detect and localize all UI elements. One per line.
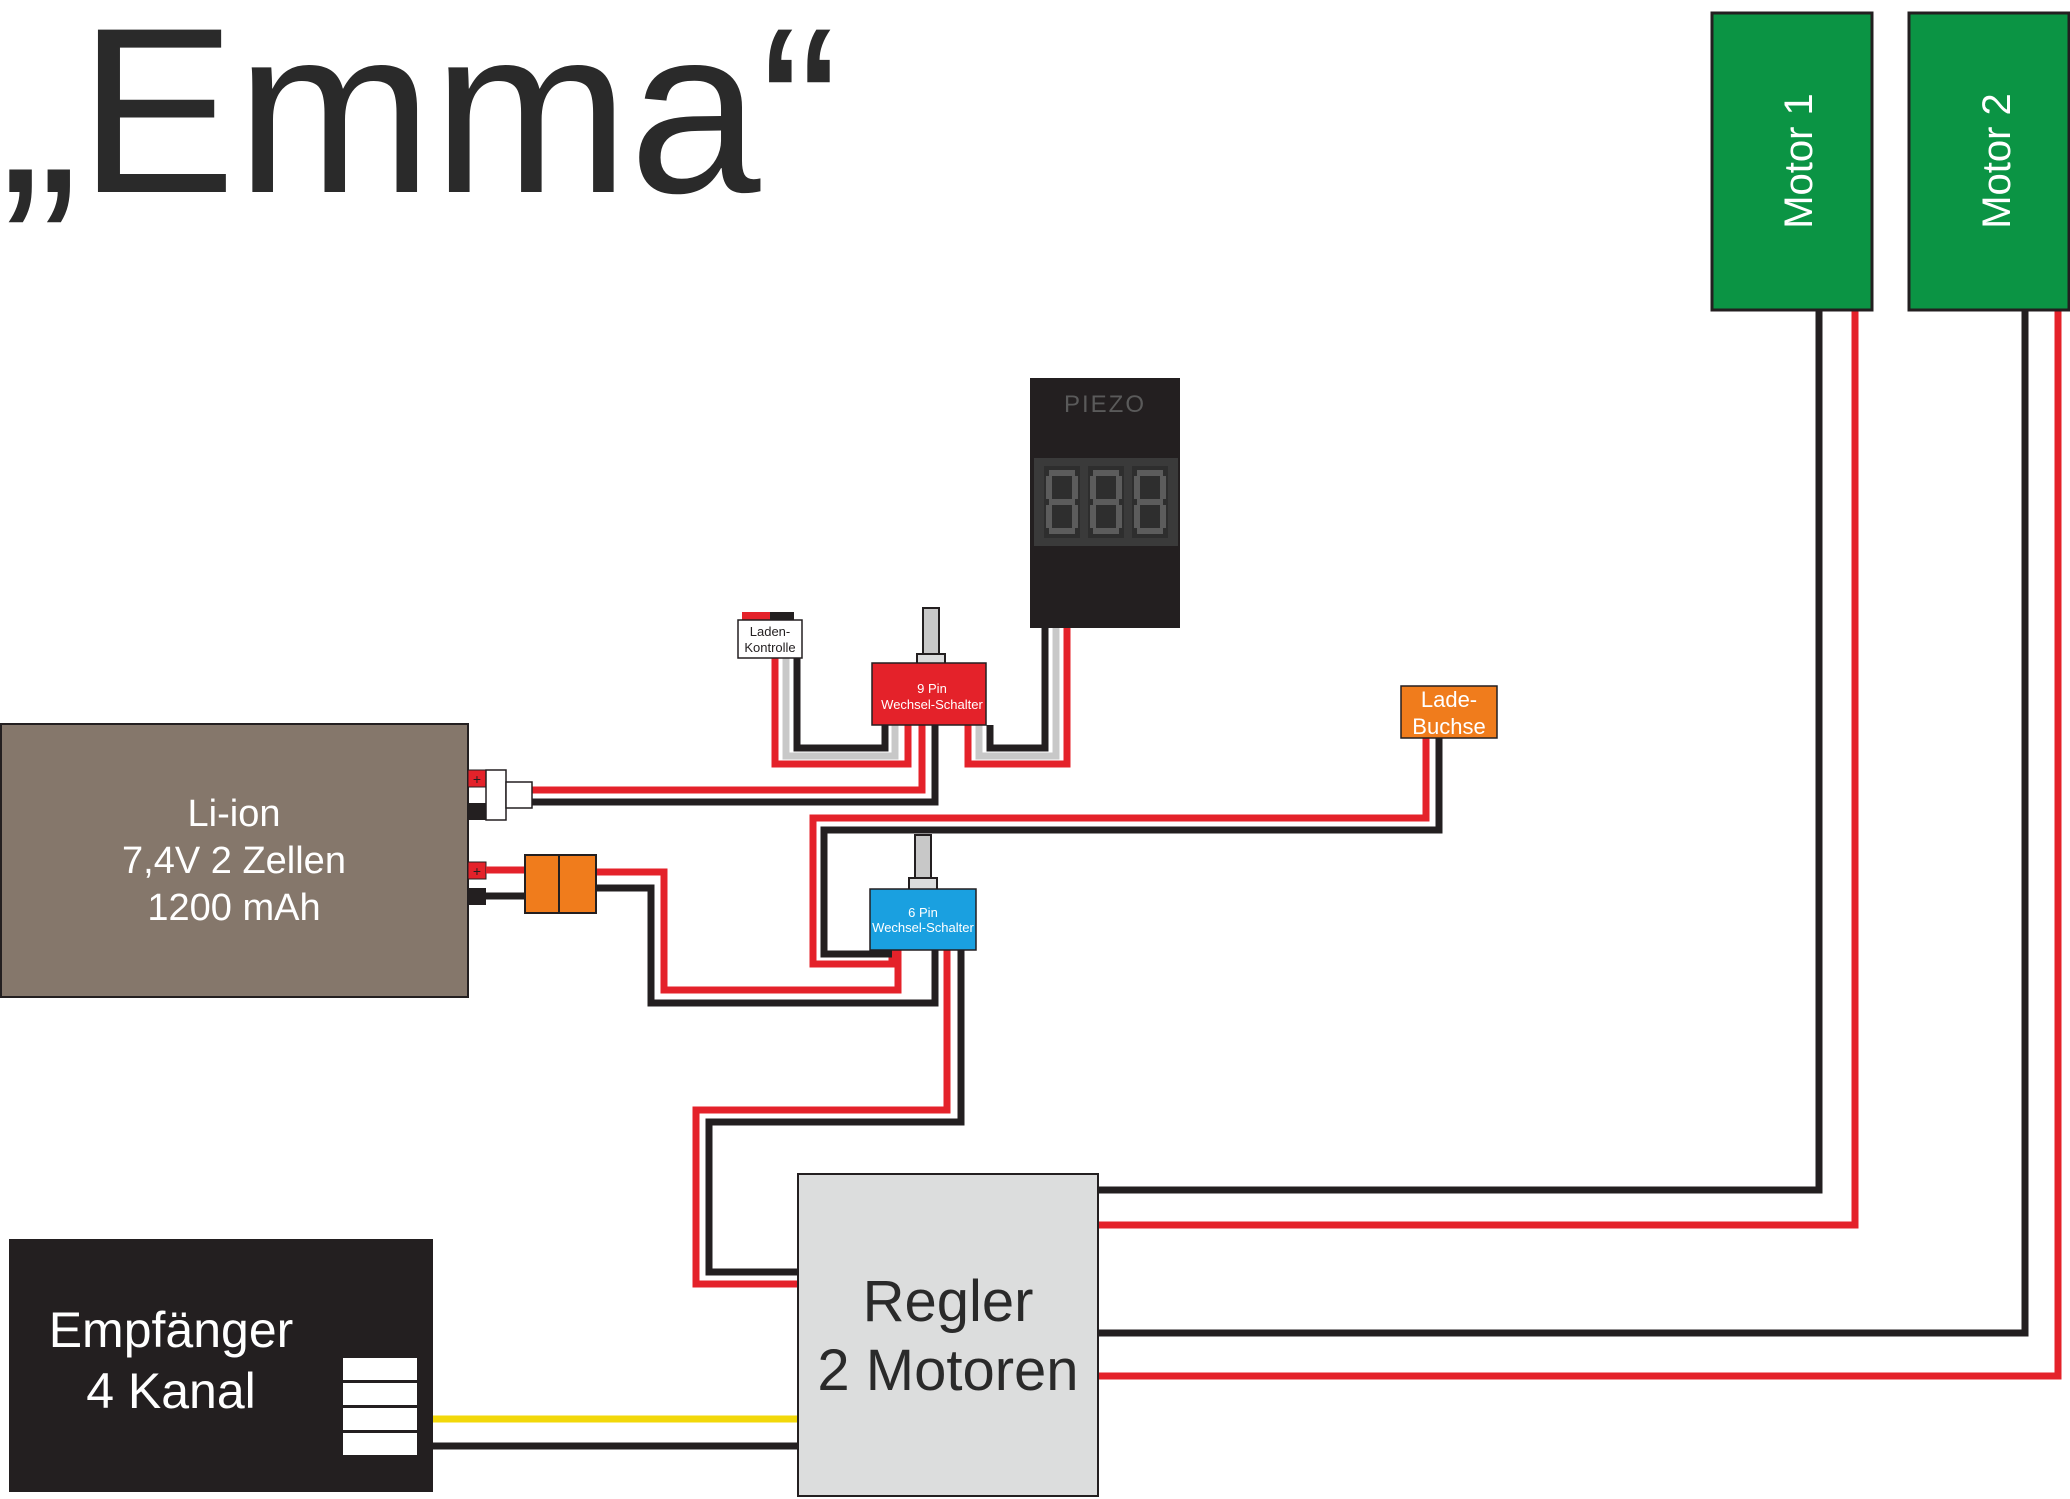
laden-kontrolle-line1: Laden-: [750, 624, 790, 639]
switch-6-lever-base: [908, 877, 938, 891]
wire-xt-switch6-red: [596, 868, 902, 994]
wire-ladenkontrolle-red: [771, 658, 912, 768]
wires: [433, 310, 2062, 1450]
motor-2-label: Motor 2: [1975, 93, 2019, 229]
regler-line2: 2 Motoren: [817, 1338, 1078, 1403]
laden-kontrolle: Laden- Kontrolle: [737, 612, 803, 659]
switch-6-pin: 6 Pin Wechsel-Schalter: [869, 834, 977, 951]
battery-line1: Li-ion: [188, 793, 281, 835]
regler: Regler 2 Motoren: [797, 1173, 1099, 1497]
motor-1-body: [1710, 11, 1874, 312]
plus-icon: +: [473, 863, 481, 879]
battery-balance-plug-tip: [505, 781, 533, 809]
battery: Li-ion 7,4V 2 Zellen 1200 mAh + +: [0, 723, 597, 998]
receiver-line2: 4 Kanal: [86, 1363, 256, 1419]
wire-ladenkontrolle-grey: [782, 658, 899, 760]
wire-battery-switch9-black: [532, 725, 939, 806]
wire-motor2-red: [1098, 310, 2062, 1380]
wire-motor2-black: [1098, 310, 2029, 1337]
piezo-display: PIEZO: [1030, 378, 1180, 628]
switch-9-body: [871, 662, 987, 726]
motor-2-body: [1907, 11, 2070, 312]
wire-battery-switch9-red: [532, 725, 926, 794]
lade-buchse-line2: Buchse: [1412, 714, 1485, 739]
wire-xt-switch6-black: [596, 884, 939, 1007]
motor-1: Motor 1: [1710, 11, 1874, 312]
wire-ladebuchse-black: [820, 738, 1443, 958]
receiver-channel-2: [343, 1383, 417, 1405]
wire-ladebuchse-red: [809, 738, 1430, 968]
regler-line1: Regler: [863, 1269, 1034, 1334]
piezo-label: PIEZO: [1064, 391, 1146, 418]
wire-motor1-black: [1098, 310, 1823, 1194]
switch-6-line2: Wechsel-Schalter: [872, 920, 974, 935]
motor-1-label: Motor 1: [1777, 93, 1821, 229]
seven-segment-digits: [1044, 466, 1168, 538]
motor-2: Motor 2: [1907, 11, 2070, 312]
receiver-line1: Empfänger: [49, 1302, 294, 1358]
wire-piezo-red: [964, 628, 1071, 768]
receiver-channel-1: [343, 1358, 417, 1380]
regler-body: [797, 1173, 1099, 1497]
switch-6-line1: 6 Pin: [908, 905, 938, 920]
laden-kontrolle-led-top: [742, 612, 794, 620]
wire-ladenkontrolle-black: [793, 658, 889, 752]
battery-body: [0, 723, 469, 998]
laden-kontrolle-led-top-dark: [770, 612, 794, 620]
wire-piezo-grey: [975, 628, 1060, 760]
battery-main-minus-terminal: [468, 888, 486, 905]
lade-buchse: Lade- Buchse: [1400, 685, 1498, 739]
wire-piezo-black: [986, 628, 1049, 752]
xt-connector-left: [524, 854, 560, 914]
receiver-channel-slots: [343, 1358, 417, 1455]
battery-line2: 7,4V 2 Zellen: [122, 840, 346, 882]
wire-regler-switch6-black: [705, 950, 965, 1276]
laden-kontrolle-line2: Kontrolle: [744, 640, 795, 655]
receiver: Empfänger 4 Kanal: [9, 1239, 433, 1492]
battery-line3: 1200 mAh: [147, 887, 320, 929]
lade-buchse-body: [1400, 685, 1498, 739]
switch-6-body: [869, 888, 977, 951]
battery-balance-minus-terminal: [468, 803, 486, 820]
switch-9-line2: Wechsel-Schalter: [881, 697, 983, 712]
wire-regler-switch6-red: [692, 950, 951, 1288]
switch-9-pin: 9 Pin Wechsel-Schalter: [871, 607, 987, 726]
battery-balance-plug: [485, 769, 507, 821]
receiver-channel-4: [343, 1433, 417, 1455]
laden-kontrolle-body: [737, 619, 803, 659]
receiver-channel-3: [343, 1408, 417, 1430]
switch-9-line1: 9 Pin: [917, 681, 947, 696]
plus-icon: +: [473, 771, 481, 787]
lade-buchse-line1: Lade-: [1421, 687, 1477, 712]
diagram-title: „Emma“: [0, 0, 839, 243]
wire-motor1-red: [1098, 310, 1859, 1229]
xt-connector-right: [558, 854, 597, 914]
